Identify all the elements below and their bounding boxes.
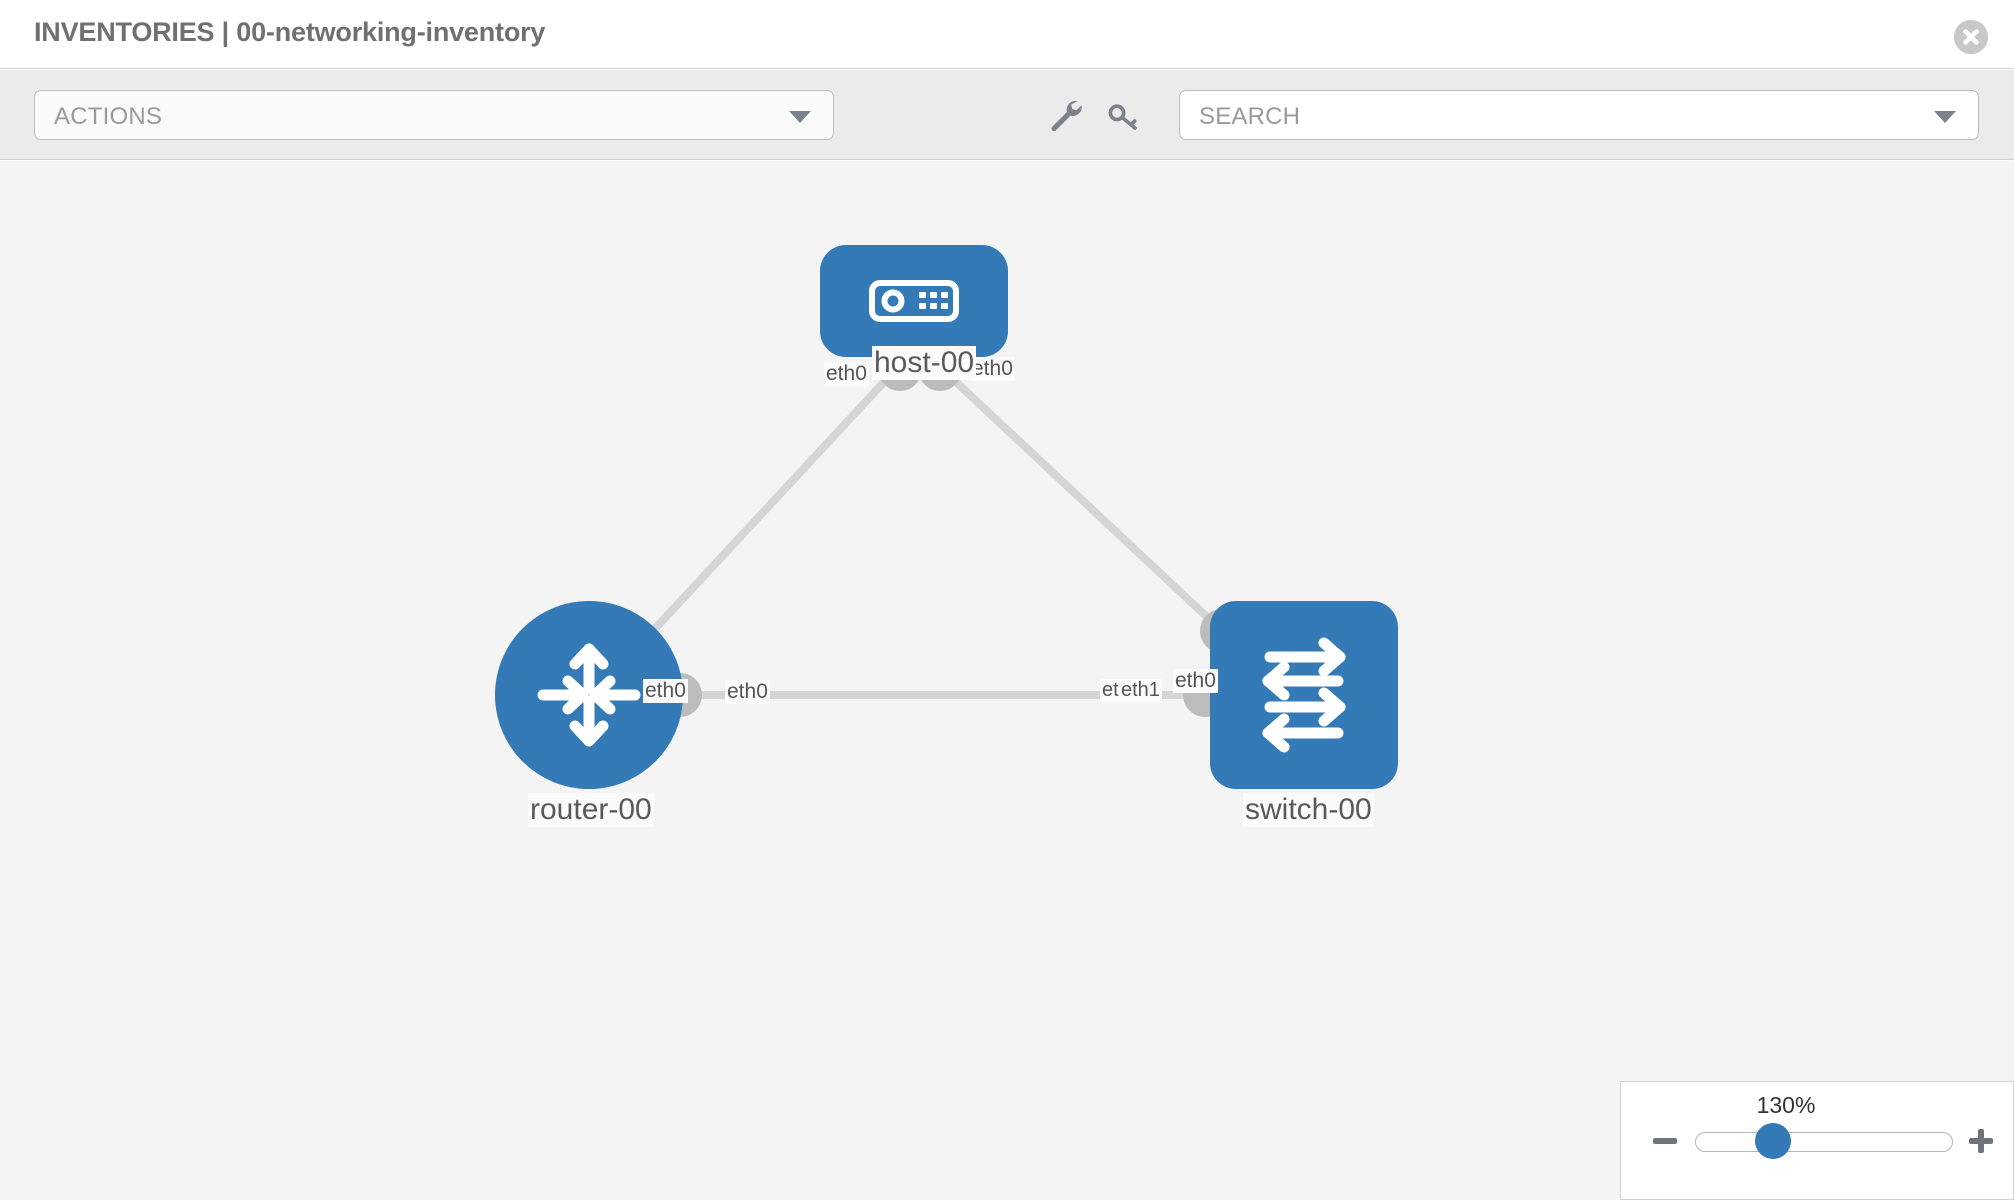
actions-dropdown-label: ACTIONS: [54, 103, 163, 130]
node-switch-00-shape: [1210, 601, 1398, 789]
router-arrows-icon: [495, 601, 683, 789]
page-header: INVENTORIES | 00-networking-inventory: [0, 0, 2014, 69]
wrench-icon[interactable]: [1047, 97, 1085, 135]
iface-label-switch00-eth0-top: eth0: [1173, 669, 1218, 693]
iface-label-host00-eth0-left: eth0: [824, 362, 869, 386]
toolbar: ACTIONS SEARCH: [0, 70, 2014, 160]
node-host-00-label: host-00: [872, 346, 977, 380]
key-icon[interactable]: [1104, 97, 1142, 135]
minus-icon[interactable]: [1650, 1126, 1680, 1156]
node-switch-00[interactable]: [1210, 601, 1398, 789]
server-icon: [820, 245, 1008, 357]
search-placeholder-label: SEARCH: [1199, 103, 1301, 130]
zoom-slider-thumb[interactable]: [1755, 1123, 1791, 1159]
iface-label-router00-eth0-top: eth0: [643, 679, 688, 703]
node-switch-00-label: switch-00: [1243, 793, 1374, 827]
zoom-slider[interactable]: [1695, 1132, 1953, 1152]
search-input[interactable]: SEARCH: [1179, 90, 1979, 140]
iface-label-router00-eth0-right: eth0: [725, 680, 770, 704]
link-host00-router00: [622, 364, 901, 664]
chevron-down-icon[interactable]: [1934, 111, 1956, 123]
zoom-control-panel: 130%: [1620, 1081, 2014, 1200]
node-router-00-label: router-00: [528, 793, 654, 827]
iface-label-host00-eth0-right: eth0: [970, 357, 1015, 381]
topology-canvas[interactable]: host-00 eth0 eth0: [0, 161, 2014, 1200]
zoom-level-value: 130%: [1756, 1092, 1816, 1118]
node-host-00-shape: [820, 245, 1008, 357]
page-title: INVENTORIES | 00-networking-inventory: [34, 17, 546, 47]
close-icon[interactable]: [1954, 20, 1988, 54]
node-host-00[interactable]: [820, 245, 1008, 357]
iface-label-switch00-eth1-left: eth1: [1119, 679, 1162, 702]
switch-arrows-icon: [1210, 601, 1398, 789]
chevron-down-icon: [789, 111, 811, 123]
actions-dropdown[interactable]: ACTIONS: [34, 90, 834, 140]
link-host00-switch00: [937, 364, 1225, 634]
plus-icon[interactable]: [1966, 1126, 1996, 1156]
